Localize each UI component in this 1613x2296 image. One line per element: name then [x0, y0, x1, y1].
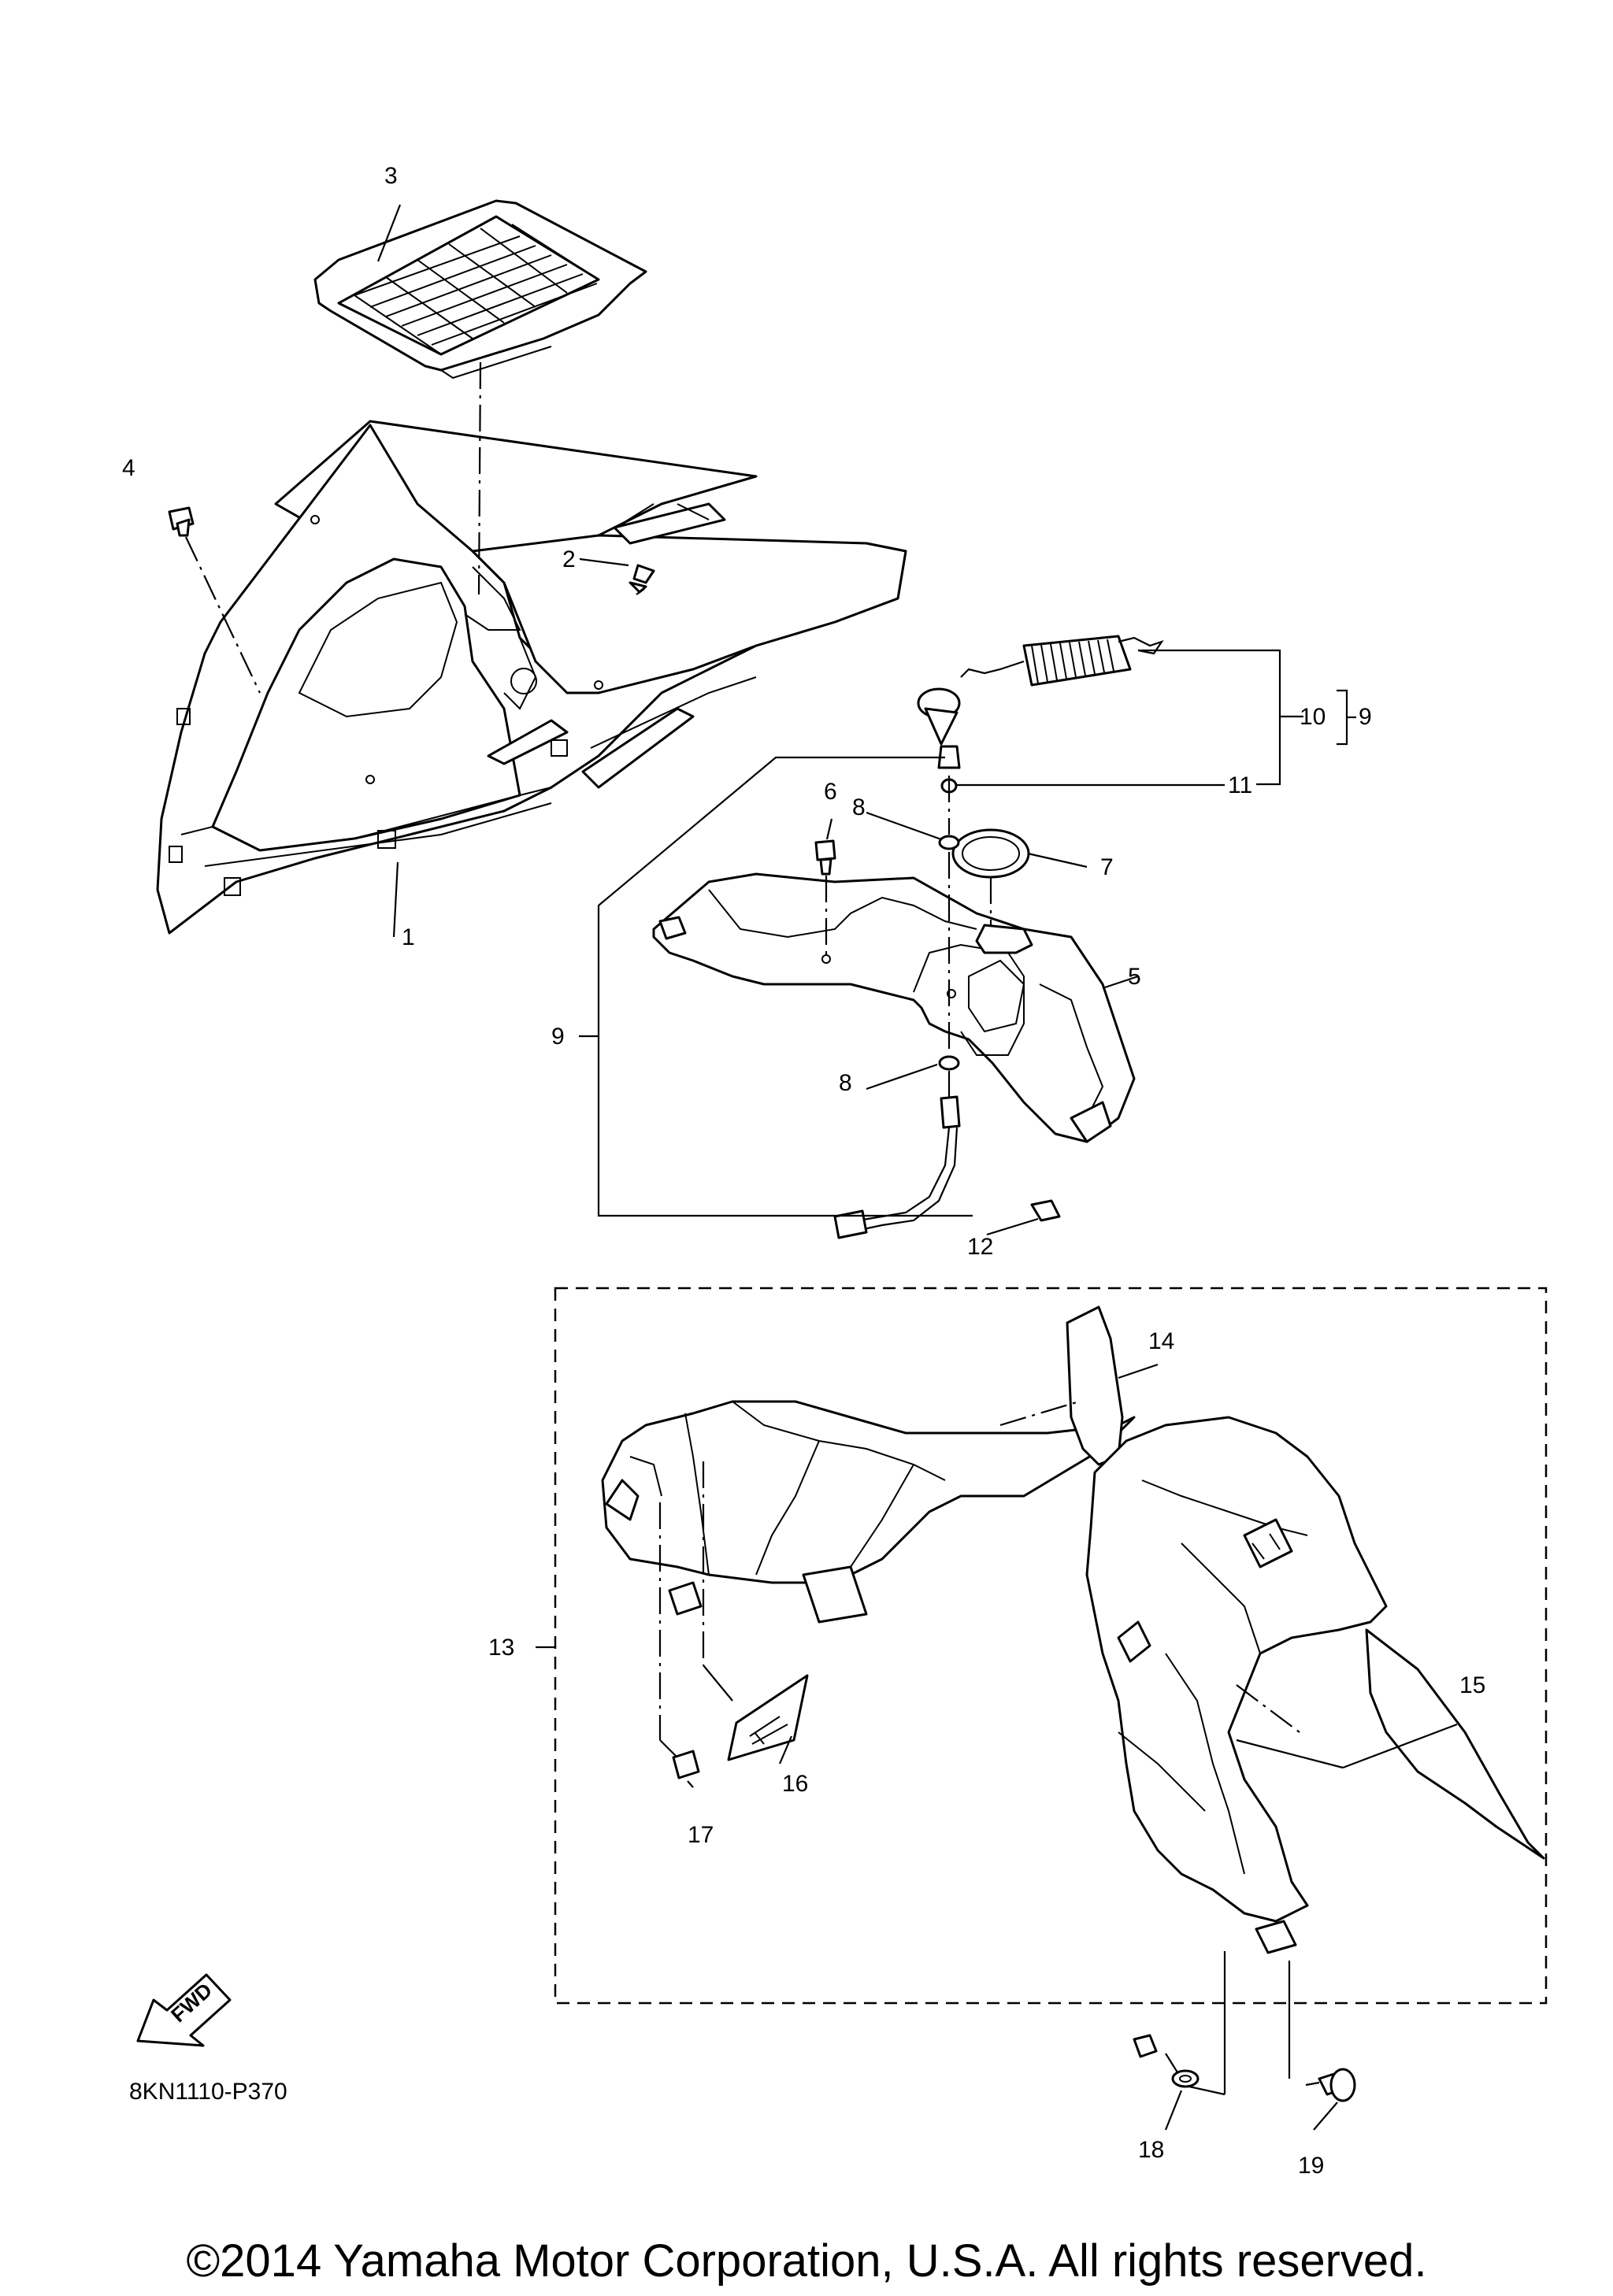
assembly-13-boundary: [554, 1287, 1548, 2005]
leader-lines: [185, 204, 1458, 2131]
callout-labels: 3 4 2 1 6 8 7 5 9 8 12 10 9 11 14 13 15 …: [122, 163, 1485, 2179]
callout-19: 19: [1298, 2153, 1324, 2179]
callout-4: 4: [122, 455, 135, 481]
decal-part-16: [727, 1674, 809, 1761]
side-panel-assembly-part: [601, 1400, 1136, 1624]
front-cowl-part: [156, 420, 907, 935]
callout-17: 17: [688, 1822, 714, 1848]
nut-part-18: [1133, 2034, 1200, 2088]
bolt-part-6: [814, 839, 836, 876]
bolt-part-4: [168, 506, 195, 537]
screw-part-19: [1305, 2068, 1356, 2102]
ring-part: [951, 828, 1030, 879]
clip-part-12: [1030, 1199, 1061, 1222]
callout-1: 1: [402, 924, 415, 950]
washer-part-lower: [938, 1055, 960, 1071]
callout-7: 7: [1100, 854, 1114, 880]
callout-6: 6: [824, 779, 837, 805]
clip-part: [629, 564, 655, 594]
callout-14: 14: [1148, 1328, 1174, 1354]
label-part-17: [672, 1750, 700, 1779]
sensor-wire-part: [833, 1095, 961, 1239]
washer-part-upper: [938, 835, 960, 850]
callout-15: 15: [1459, 1672, 1485, 1698]
callout-2: 2: [562, 546, 576, 572]
callout-5: 5: [1128, 964, 1141, 990]
copyright-notice: ©2014 Yamaha Motor Corporation, U.S.A. A…: [186, 2235, 1427, 2287]
callout-8-upper: 8: [852, 794, 866, 820]
callout-11: 11: [1228, 772, 1252, 798]
callout-9-left: 9: [551, 1024, 565, 1050]
mesh-grille-part: [313, 199, 647, 380]
callout-18: 18: [1138, 2137, 1164, 2163]
forward-arrow-icon: FWD: [136, 1973, 232, 2047]
callout-13: 13: [488, 1635, 514, 1661]
callout-8-lower: 8: [839, 1070, 852, 1096]
inner-panel-part: [652, 872, 1136, 1143]
sensor-spring-part: [917, 635, 1164, 794]
callout-16: 16: [782, 1771, 808, 1797]
callout-10: 10: [1300, 704, 1326, 730]
right-side-panel-part: [1085, 1416, 1545, 1954]
diagram-code: 8KN1110-P370: [129, 2079, 287, 2105]
callout-9-right: 9: [1359, 704, 1372, 730]
callout-3: 3: [384, 163, 398, 189]
callout-12: 12: [967, 1234, 993, 1260]
